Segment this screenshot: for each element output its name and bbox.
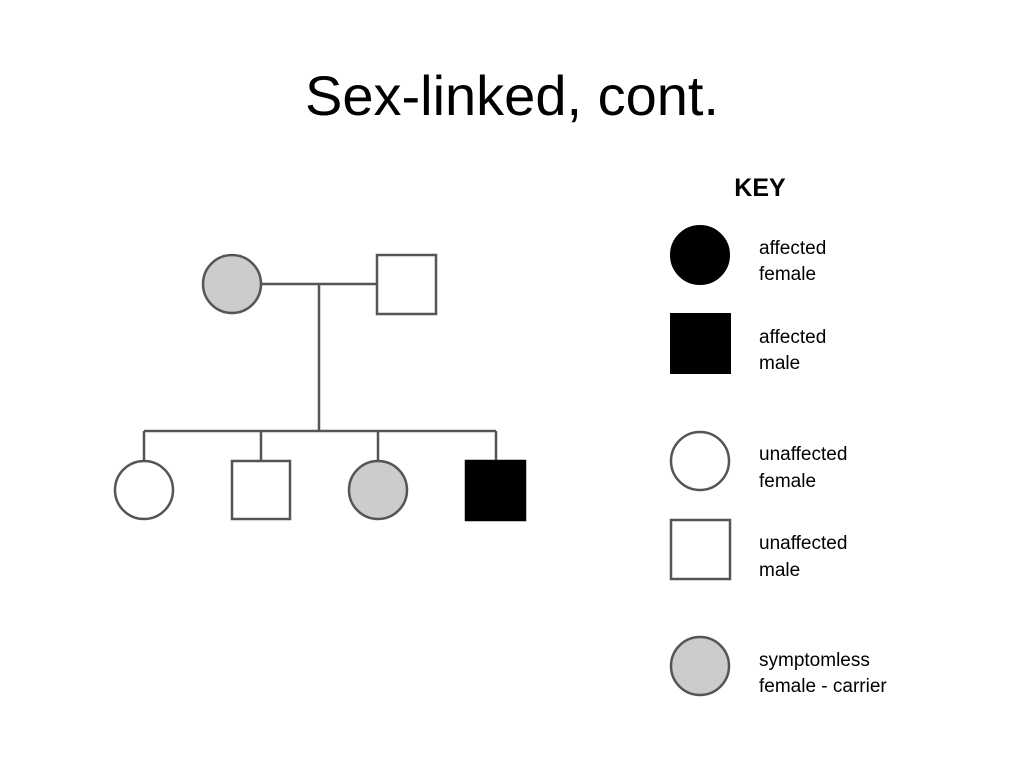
- pedigree-lines: [142, 282, 498, 461]
- son-affected-symbol: [464, 459, 527, 522]
- key-label-unaffected-male-line2: male: [759, 560, 800, 581]
- key-label-affected-female-line2: female: [759, 264, 816, 285]
- son-unaffected-symbol: [230, 459, 292, 521]
- slide-title: Sex-linked, cont.: [305, 64, 719, 127]
- father-unaffected-symbol: [375, 253, 438, 316]
- key-label-affected-female-line1: affected: [759, 238, 826, 259]
- key-label-affected-male-line2: male: [759, 353, 800, 374]
- mother-carrier-symbol: [201, 253, 263, 315]
- key-title: KEY: [734, 174, 786, 202]
- key-affected-female-symbol: [670, 225, 730, 285]
- key-unaffected-male-symbol: [669, 518, 732, 581]
- key-label-unaffected-female-line1: unaffected: [759, 444, 847, 465]
- key-label-unaffected-female-line2: female: [759, 471, 816, 492]
- key-unaffected-female-symbol: [669, 430, 731, 492]
- key: KEY affected female affected male unaffe…: [669, 174, 887, 697]
- key-affected-male-symbol: [670, 313, 731, 374]
- key-label-carrier-female-line2: female - carrier: [759, 676, 887, 697]
- key-label-unaffected-male-line1: unaffected: [759, 533, 847, 554]
- daughter-carrier-symbol: [347, 459, 409, 521]
- key-label-carrier-female-line1: symptomless: [759, 650, 870, 671]
- key-label-affected-male-line1: affected: [759, 327, 826, 348]
- daughter-unaffected-symbol: [113, 459, 175, 521]
- key-carrier-female-symbol: [669, 635, 731, 697]
